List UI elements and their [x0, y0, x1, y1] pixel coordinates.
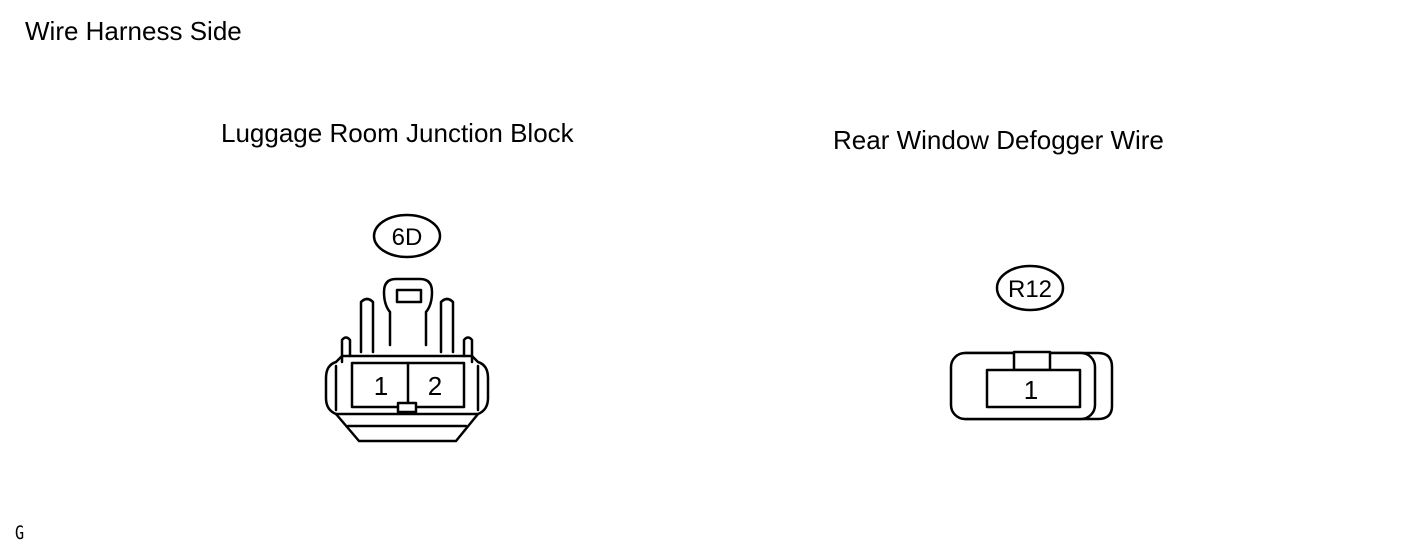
junction-block-title: Luggage Room Junction Block — [221, 118, 574, 148]
guide-post-right — [439, 297, 455, 354]
polarizing-key — [396, 401, 418, 414]
terminal-1-label: 1 — [374, 371, 388, 401]
guide-post-left — [359, 297, 375, 354]
connector-code-badge — [372, 213, 442, 259]
terminal-frame — [985, 368, 1082, 409]
connector-code-label: R12 — [1008, 276, 1052, 303]
connector-shell — [963, 351, 1114, 421]
connector-code-badge — [995, 264, 1065, 312]
page-title: Wire Harness Side — [25, 16, 242, 46]
connector-latch — [382, 277, 434, 347]
terminal-1-label: 1 — [1024, 375, 1038, 405]
connector-code-label: 6D — [392, 224, 423, 251]
defogger-wire-connector — [949, 264, 1114, 421]
figure-code: G — [15, 522, 25, 544]
defogger-wire-title: Rear Window Defogger Wire — [833, 125, 1164, 155]
connector-latch — [1012, 350, 1052, 372]
junction-block-connector — [324, 213, 490, 443]
connector-body — [324, 354, 490, 443]
latch-window — [395, 288, 423, 304]
terminal-2-label: 2 — [428, 371, 442, 401]
